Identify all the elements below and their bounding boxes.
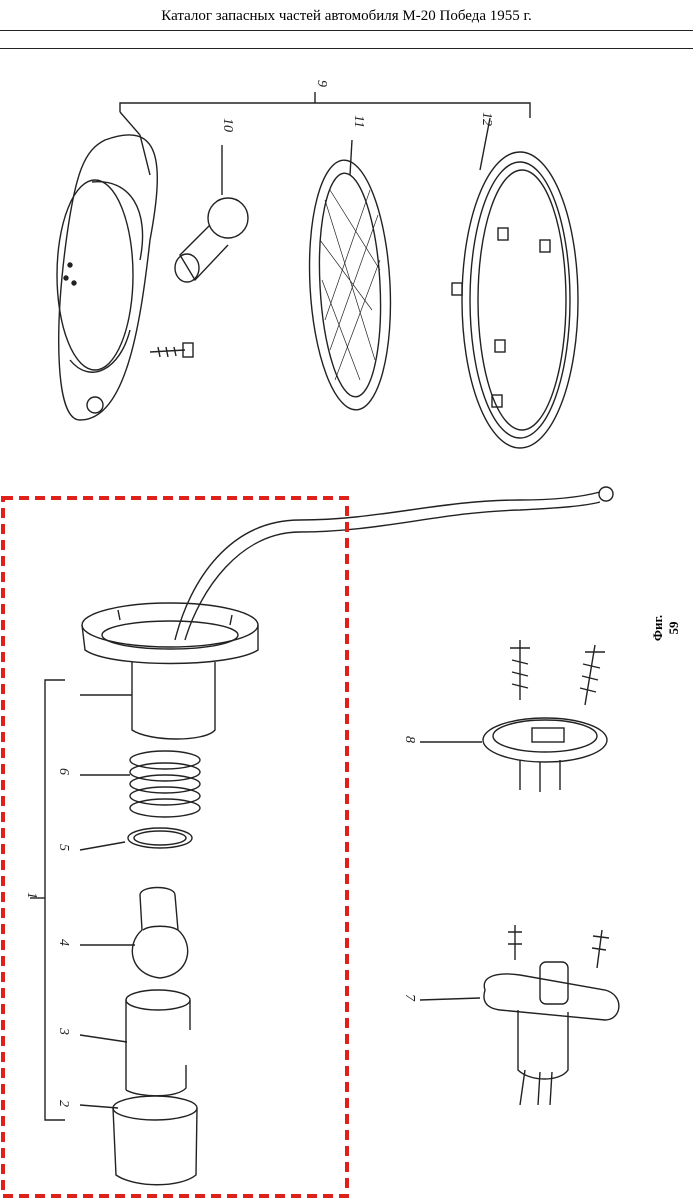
page-header: Каталог запасных частей автомобиля М-20 …	[0, 0, 693, 50]
screw	[149, 342, 194, 358]
cable	[174, 486, 614, 641]
bulb-4	[80, 886, 189, 979]
callout-11: 11	[351, 115, 366, 128]
callout-10: 10	[220, 118, 235, 132]
callout-12: 12	[479, 112, 494, 126]
callout-1: 1	[24, 892, 39, 899]
bracket-9	[119, 92, 531, 136]
socket-flange	[80, 602, 259, 740]
ring-12	[451, 117, 579, 449]
switch-7	[419, 925, 620, 1106]
callout-2: 2	[56, 1100, 71, 1107]
callout-8: 8	[402, 736, 417, 743]
callout-3: 3	[56, 1027, 71, 1035]
callout-numbers: 9 10 11 12 1 6 5 4 3 2 8 7	[24, 80, 494, 1107]
lens-11	[308, 139, 392, 411]
lamp-housing	[56, 134, 158, 421]
washer-5	[79, 827, 193, 851]
header-rule-bottom	[0, 48, 693, 49]
header-rule-top	[0, 30, 693, 31]
highlight-box	[1, 496, 349, 1198]
bracket-1	[30, 679, 65, 1121]
callout-4: 4	[56, 939, 71, 946]
page-title: Каталог запасных частей автомобиля М-20 …	[161, 8, 532, 24]
callout-5: 5	[56, 844, 71, 851]
sleeve-3	[79, 989, 191, 1097]
callout-7: 7	[402, 994, 417, 1002]
bulb-10	[174, 145, 249, 283]
cup-2	[79, 1095, 198, 1186]
callout-6: 6	[56, 768, 71, 775]
plate-8	[420, 640, 608, 792]
spring-6	[80, 750, 201, 818]
callout-9: 9	[314, 80, 329, 87]
